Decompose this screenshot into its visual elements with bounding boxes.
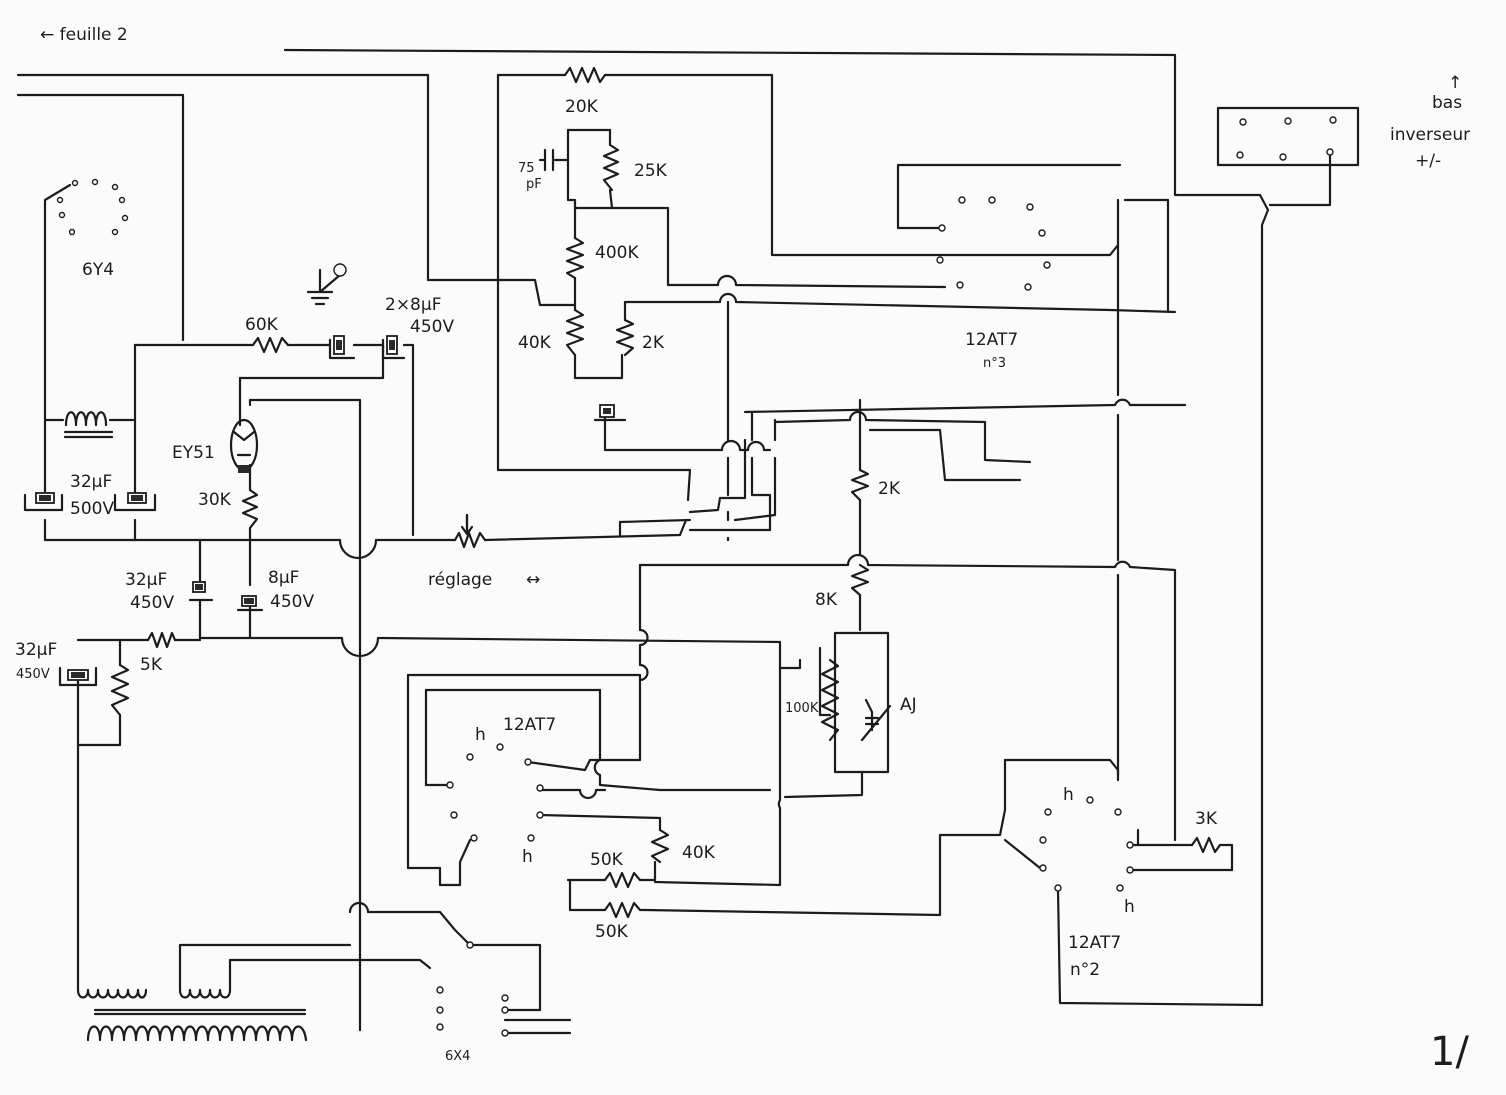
resistor-2k-mid [850, 468, 870, 502]
label-r-2k-mid: 2K [878, 479, 901, 499]
label-switch-arrow: ↑ [1448, 73, 1462, 93]
resistor-100k [820, 658, 840, 742]
label-r-60k: 60K [245, 315, 279, 335]
label-r-20k: 20K [565, 97, 599, 117]
capacitor-75pf [538, 148, 570, 172]
label-trim-aj: AJ [900, 695, 917, 715]
label-c-2x8uf-voltage: 450V [410, 317, 454, 337]
resistor-40k-b [650, 828, 670, 864]
label-heater-h2: h [522, 847, 533, 867]
nav-feuille-2[interactable]: ← feuille 2 [40, 25, 128, 45]
capacitor-32uf-450v-b [188, 581, 214, 602]
label-r-2k-top: 2K [642, 333, 665, 353]
label-c-32uf-b: 32μF [125, 570, 167, 590]
label-c-8uf: 8μF [268, 568, 299, 588]
label-heater-h1: h [475, 725, 486, 745]
resistor-400k [565, 236, 585, 280]
label-tube-12at7-1: 12AT7 [503, 715, 556, 735]
capacitor-2x8uf [328, 335, 406, 360]
label-heater-h4: h [1124, 897, 1135, 917]
label-c-32uf-c-voltage: 450V [16, 667, 50, 682]
label-r-30k: 30K [198, 490, 232, 510]
label-switch-bas: bas [1432, 93, 1462, 113]
label-pot-reglage: réglage [428, 570, 492, 590]
trimmer-aj [860, 698, 892, 742]
label-switch-polarity: +/- [1415, 151, 1441, 171]
resistor-lower-left [110, 663, 130, 717]
resistor-50k-a [603, 871, 642, 889]
label-tube-ey51: EY51 [172, 443, 215, 463]
resistor-50k-b [603, 901, 647, 919]
capacitor-8uf [236, 595, 264, 612]
resistor-3k [1190, 836, 1222, 854]
label-c-32uf-a: 32μF [70, 472, 112, 492]
wires [16, 48, 1360, 1035]
resistor-60k [251, 336, 290, 354]
potentiometer-reglage [453, 513, 487, 549]
tube-ey51 [229, 418, 259, 473]
label-c-2x8uf: 2×8μF [385, 295, 441, 315]
power-transformer [76, 988, 308, 1042]
label-c-75pf-value: 75 [518, 161, 535, 176]
resistor-5k [146, 631, 177, 649]
capacitor-filter-small [593, 404, 627, 422]
label-tube-12at7-2: 12AT7 [1068, 933, 1121, 953]
label-switch-inverseur: inverseur [1390, 125, 1470, 145]
label-r-50k-b: 50K [595, 922, 629, 942]
label-r-40k-b: 40K [682, 843, 716, 863]
label-c-8uf-voltage: 450V [270, 592, 314, 612]
label-r-40k-top: 40K [518, 333, 552, 353]
label-r-3k: 3K [1195, 809, 1218, 829]
label-c-32uf-b-voltage: 450V [130, 593, 174, 613]
label-r-5k: 5K [140, 655, 163, 675]
label-tube-12at7-3: 12AT7 [965, 330, 1018, 350]
label-r-400k: 400K [595, 243, 639, 263]
resistor-25k [602, 143, 620, 192]
resistor-2k-top [615, 318, 635, 357]
label-tube-6y4: 6Y4 [82, 260, 114, 280]
resistors [110, 66, 1222, 919]
label-heater-h3: h [1063, 785, 1074, 805]
label-r-50k-a: 50K [590, 850, 624, 870]
tube-pins [56, 116, 1337, 1037]
label-r-8k: 8K [815, 590, 838, 610]
page-number: 1/ [1430, 1029, 1469, 1075]
label-c-32uf-a-voltage: 500V [70, 499, 114, 519]
label-tube-12at7-3-number: n°3 [983, 356, 1006, 371]
capacitor-32uf-500v [23, 492, 157, 512]
label-r-25k: 25K [634, 161, 668, 181]
label-tube-6x4: 6X4 [445, 1049, 470, 1064]
capacitors-electrolytic [23, 335, 627, 687]
label-tube-12at7-2-number: n°2 [1070, 960, 1100, 980]
capacitor-32uf-450v-c [58, 666, 98, 687]
resistor-40k-top [565, 308, 585, 357]
resistor-20k [563, 66, 607, 84]
label-r-100k: 100K [785, 701, 819, 716]
resistor-30k [241, 488, 259, 530]
label-pot-arrows: ↔ [526, 570, 540, 590]
inductor-filter [63, 411, 114, 439]
label-c-75pf-unit: pF [526, 177, 542, 192]
resistor-8k [850, 563, 870, 597]
label-c-32uf-c: 32μF [15, 640, 57, 660]
ground-terminal [333, 263, 347, 277]
